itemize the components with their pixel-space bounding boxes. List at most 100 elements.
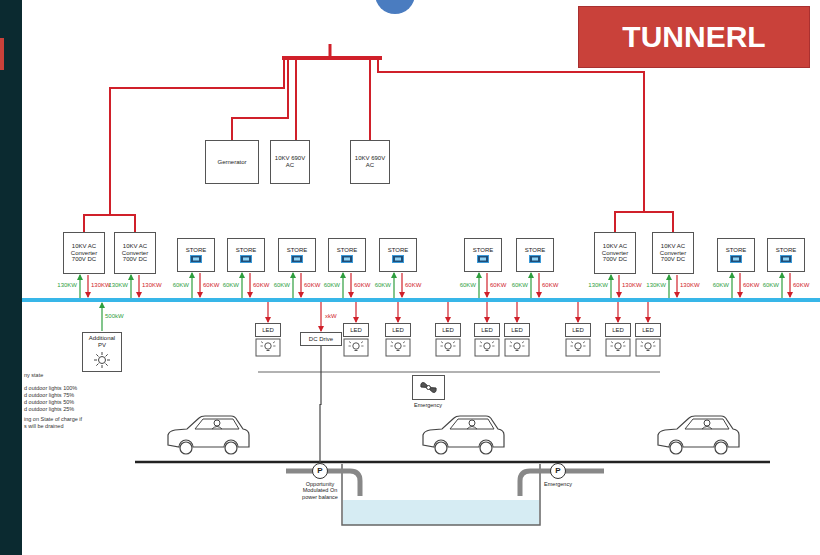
- battery-icon: [477, 255, 489, 263]
- power-feeder: [296, 58, 673, 232]
- supply-box: Gernerator: [205, 140, 259, 184]
- flow-arrow: [486, 273, 487, 297]
- node-text: Additional PV: [85, 335, 119, 349]
- power-feeder: [370, 58, 673, 232]
- power-feeder: [84, 58, 370, 232]
- node-text: STORE: [180, 247, 212, 254]
- battery-icon: [190, 255, 202, 263]
- battery-icon: [341, 255, 353, 263]
- power-label: 60KW: [713, 282, 729, 289]
- power-label: 60KW: [542, 282, 558, 289]
- flow-arrow: [350, 273, 351, 297]
- led-box: LED: [474, 323, 500, 337]
- node-text: STORE: [281, 247, 313, 254]
- flow-arrow: [647, 302, 648, 322]
- power-feeder: [84, 58, 296, 232]
- bulb-icon: [505, 339, 529, 356]
- pump: P Opportunity Modulated On power balance: [299, 463, 341, 500]
- power-feeder: [110, 58, 370, 232]
- power-label: 60KW: [354, 282, 370, 289]
- node-text: 10KV AC Converter 700V DC: [655, 243, 691, 264]
- note-text: d outdoor lights 25%: [24, 406, 74, 413]
- flow-arrow: [138, 275, 139, 297]
- bulb-icon: [344, 339, 368, 356]
- flow-arrow: [781, 273, 782, 298]
- slide-panel: [22, 0, 820, 555]
- ceiling-line: [258, 371, 660, 373]
- power-feeder: [232, 58, 673, 232]
- node-text: STORE: [331, 247, 363, 254]
- flow-arrow: [320, 302, 321, 331]
- led-box: LED: [343, 323, 369, 337]
- storage-box: STORE: [767, 238, 805, 272]
- power-feeder: [296, 58, 644, 232]
- flow-arrow: [668, 275, 669, 298]
- flow-arrow: [342, 273, 343, 298]
- led-box: LED: [504, 323, 530, 337]
- node-text: STORE: [230, 247, 262, 254]
- power-label: 130KW: [646, 282, 666, 289]
- fan-icon: [413, 376, 444, 399]
- power-label: 60KW: [405, 282, 421, 289]
- storage-box: STORE: [177, 238, 215, 272]
- edge-tab: [0, 38, 4, 70]
- power-feeder: [84, 58, 288, 232]
- fan-box: [412, 375, 445, 400]
- note-text: s will be drained: [24, 423, 63, 430]
- road-line: [135, 461, 770, 464]
- bulb-icon: [636, 339, 660, 356]
- power-feeder: [110, 58, 288, 232]
- node-text: LED: [608, 327, 628, 334]
- flow-arrow: [478, 273, 479, 298]
- pump-circle: P: [550, 463, 566, 479]
- flow-arrow: [199, 273, 200, 297]
- bulb-icon: [436, 339, 460, 356]
- power-feeder: [232, 58, 644, 232]
- pump: PEmergency: [537, 463, 579, 487]
- flow-arrow: [618, 275, 619, 297]
- note-text: d outdoor lights 50%: [24, 399, 74, 406]
- power-label: 130KW: [588, 282, 608, 289]
- dc-bus: [22, 298, 820, 302]
- storage-box: STORE: [278, 238, 316, 272]
- node-text: LED: [258, 327, 278, 334]
- flow-arrow: [447, 302, 448, 322]
- power-label: 60KW: [460, 282, 476, 289]
- power-label: 60KW: [223, 282, 239, 289]
- note-text: ing on State of charge if: [24, 416, 82, 423]
- pump-letter: P: [317, 467, 322, 475]
- led-box: LED: [605, 323, 631, 337]
- flow-arrow: [577, 302, 578, 322]
- node-text: LED: [438, 327, 458, 334]
- converter-box: 10KV AC Converter 700V DC: [652, 232, 694, 274]
- node-text: DC Drive: [303, 336, 339, 343]
- flow-arrows: [80, 273, 790, 356]
- converter-box: 10KV AC Converter 700V DC: [594, 232, 636, 274]
- flow-arrow: [249, 273, 250, 297]
- power-label: 60KW: [203, 282, 219, 289]
- title-badge: TUNNERL: [578, 6, 810, 68]
- power-label: 130KW: [108, 282, 128, 289]
- converter-box: 10KV AC Converter 700V DC: [63, 232, 105, 274]
- power-label: 130KW: [142, 282, 162, 289]
- power-label: 60KW: [173, 282, 189, 289]
- flow-arrow: [731, 273, 732, 298]
- power-label: 60KW: [253, 282, 269, 289]
- power-label: 130KW: [622, 282, 642, 289]
- node-text: STORE: [519, 247, 551, 254]
- note-text: d outdoor lights 75%: [24, 392, 74, 399]
- power-label: 60KW: [375, 282, 391, 289]
- storage-box: STORE: [717, 238, 755, 272]
- battery-icon: [392, 255, 404, 263]
- node-caption: Opportunity Modulated On power balance: [299, 481, 341, 500]
- power-label: 60KW: [490, 282, 506, 289]
- power-label: xkW: [325, 313, 337, 320]
- node-text: 10KV 690V AC: [273, 155, 307, 169]
- sump-tank: [342, 464, 540, 525]
- node-text: LED: [388, 327, 408, 334]
- flow-arrow: [401, 273, 402, 297]
- power-label: 60KW: [304, 282, 320, 289]
- flow-arrow: [676, 275, 677, 297]
